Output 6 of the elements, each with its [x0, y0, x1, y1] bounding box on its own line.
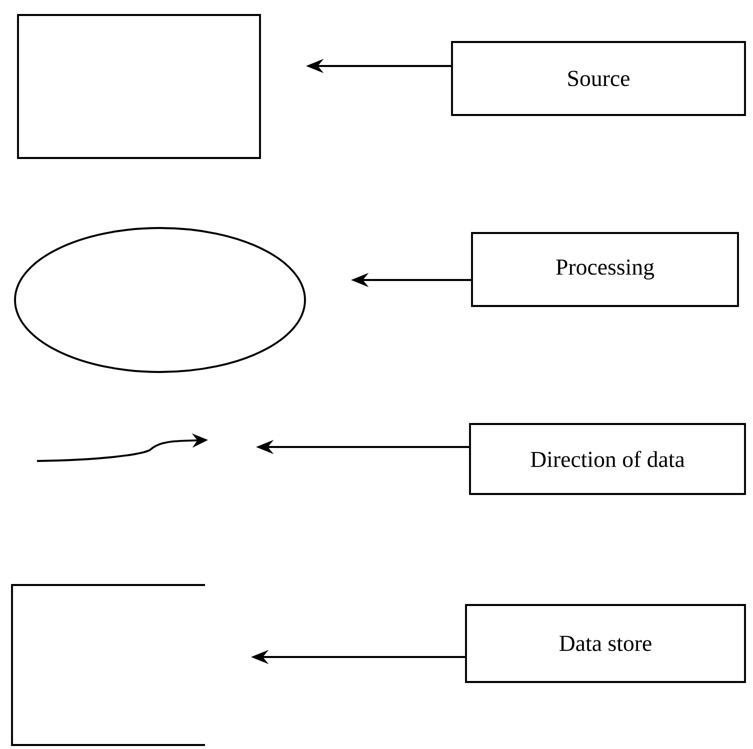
label-box: Direction of data	[469, 423, 746, 495]
label-box: Processing	[471, 232, 739, 307]
label-box: Data store	[465, 604, 746, 683]
ellipse-symbol	[14, 227, 306, 373]
rectangle-symbol	[17, 14, 261, 159]
label-box: Source	[451, 41, 746, 116]
